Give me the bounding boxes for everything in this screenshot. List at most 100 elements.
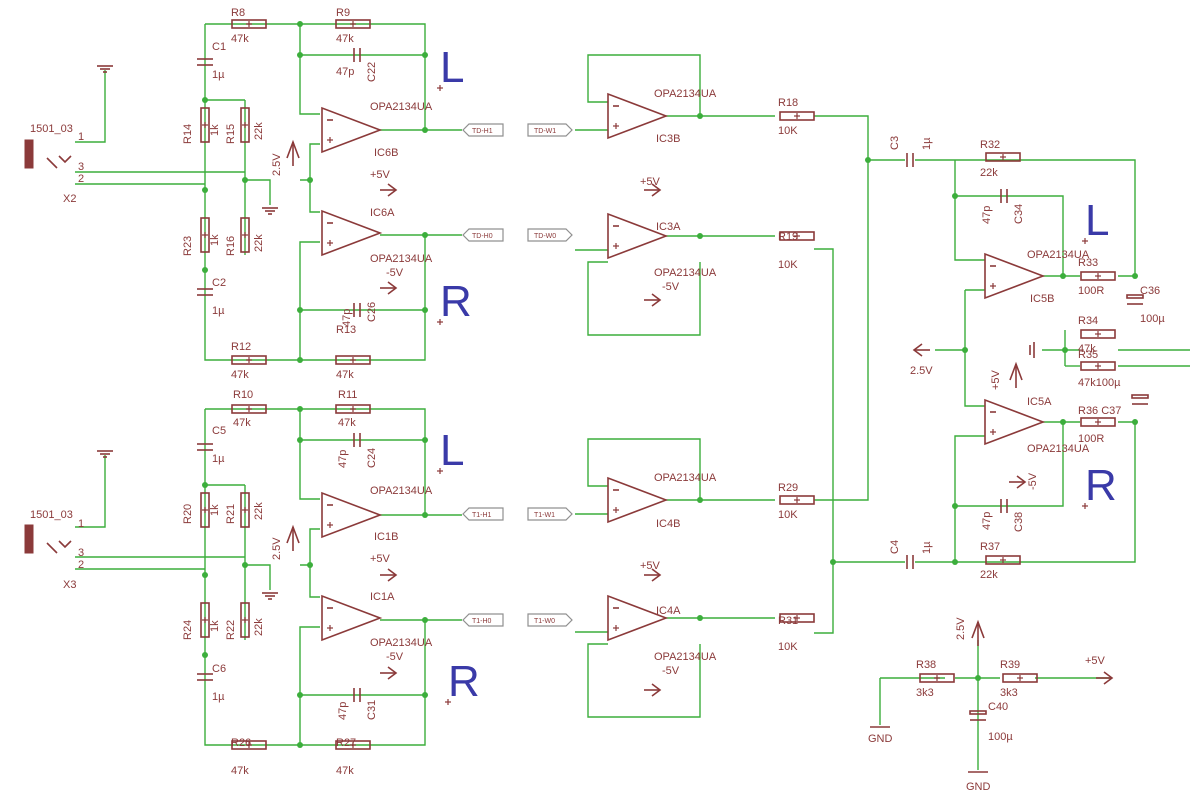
junction-dot — [1062, 347, 1068, 353]
arrow-right-icon — [651, 683, 662, 697]
arrow-right-icon — [1016, 475, 1027, 489]
component-label: C36 — [1140, 285, 1160, 297]
component-label: 22k — [980, 167, 998, 179]
port-shape — [527, 507, 573, 521]
component-label: R33 — [1078, 257, 1098, 269]
component-label: C31 — [366, 700, 378, 720]
resistor — [200, 217, 210, 253]
component-label: C3 — [889, 136, 901, 150]
port-td-w1: TD-W1 — [527, 123, 573, 137]
wire — [300, 235, 426, 361]
junction-dot — [297, 692, 303, 698]
port-shape — [462, 228, 504, 242]
channel-label: R — [448, 657, 480, 706]
resistor — [919, 673, 955, 683]
component-label: OPA2134UA — [654, 88, 717, 100]
component-label: -5V — [662, 665, 680, 677]
port-td-w0: TD-W0 — [527, 228, 573, 242]
opamp — [321, 491, 383, 539]
component-label: 1µ — [212, 69, 225, 81]
port-label: TD-W0 — [534, 233, 556, 240]
component-label: IC1A — [370, 591, 395, 603]
component-label: R38 — [916, 659, 936, 671]
port-label: TD-W1 — [534, 128, 556, 135]
component-label: R19 — [778, 231, 798, 243]
component-label: R10 — [233, 389, 253, 401]
resistor — [240, 492, 250, 528]
junction-dot — [697, 497, 703, 503]
component-label: IC6A — [370, 207, 395, 219]
component-label: R12 — [231, 341, 251, 353]
component-label: C1 — [212, 41, 226, 53]
component-label: R21 — [225, 504, 237, 524]
component-label: -5V — [662, 281, 680, 293]
component-label: 1µ — [212, 691, 225, 703]
component-label: IC5B — [1030, 293, 1054, 305]
junction-dot — [297, 357, 303, 363]
component-label: OPA2134UA — [1027, 249, 1090, 261]
component-label: 100R — [1078, 433, 1104, 445]
component-label: C26 — [366, 302, 378, 322]
component-label: R32 — [980, 139, 1000, 151]
wire — [299, 24, 320, 115]
wire — [814, 248, 834, 634]
junction-dot — [422, 52, 428, 58]
component-label: R20 — [182, 504, 194, 524]
component-label: C6 — [212, 663, 226, 675]
resistor — [985, 555, 1021, 565]
junction-dot — [297, 406, 303, 412]
component-label: 47k — [338, 417, 356, 429]
component-label: IC4A — [656, 605, 681, 617]
port-label: TD-H0 — [472, 233, 493, 240]
component-label: 2.5V — [955, 617, 967, 640]
opamp — [321, 594, 383, 642]
port-shape — [462, 123, 504, 137]
resistor — [779, 111, 815, 121]
component-label: R26 — [231, 737, 251, 749]
arrow-right-icon — [387, 568, 398, 582]
component-label: 47k — [336, 369, 354, 381]
component-label: C2 — [212, 277, 226, 289]
wire — [245, 179, 271, 205]
component-label: 1k — [209, 504, 221, 516]
junction-dot — [952, 193, 958, 199]
component-label: +5V — [370, 169, 391, 181]
component-label: R14 — [182, 124, 194, 144]
component-label: C22 — [366, 62, 378, 82]
wire — [587, 643, 701, 718]
opamp — [321, 106, 383, 154]
component-label: 47p — [337, 450, 349, 468]
component-label: R15 — [225, 124, 237, 144]
component-label: C24 — [366, 448, 378, 468]
jack-connector — [24, 524, 34, 554]
component-label: 47k100µ — [1078, 377, 1121, 389]
junction-dot — [297, 742, 303, 748]
component-label: C4 — [889, 540, 901, 554]
arrow-right-icon — [387, 666, 398, 680]
resistor — [200, 602, 210, 638]
component-label: R22 — [225, 620, 237, 640]
opamp — [607, 212, 669, 260]
electrolytic-capacitor — [969, 710, 987, 715]
arrow-left-icon — [912, 343, 923, 357]
channel-label: L — [440, 43, 464, 92]
component-label: +5V — [370, 553, 391, 565]
component-label: 2.5V — [271, 537, 283, 560]
component-label: C40 — [988, 701, 1008, 713]
wire — [299, 409, 320, 500]
component-label: 1k — [209, 620, 221, 632]
component-label: OPA2134UA — [1027, 443, 1090, 455]
junction-dot — [697, 615, 703, 621]
port-shape — [462, 613, 504, 627]
component-label: 3k3 — [916, 687, 934, 699]
opamp — [607, 92, 669, 140]
arrow-right-icon — [387, 281, 398, 295]
component-label: 47k — [231, 765, 249, 777]
component-label: IC5A — [1027, 396, 1052, 408]
junction-dot — [422, 232, 428, 238]
junction-dot — [975, 675, 981, 681]
component-label: R39 — [1000, 659, 1020, 671]
component-label: 3k3 — [1000, 687, 1018, 699]
component-label: 47p — [341, 309, 353, 327]
